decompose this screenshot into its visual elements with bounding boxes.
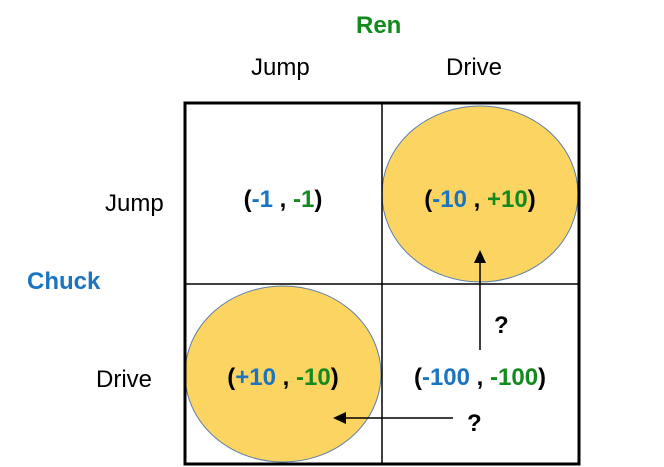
column-strategy-jump: Jump: [251, 54, 310, 81]
separator: ,: [276, 364, 297, 391]
paren-close: ): [314, 186, 323, 213]
row-payoff: +10: [235, 364, 277, 391]
separator: ,: [469, 364, 491, 391]
column-payoff: -1: [293, 186, 315, 213]
row-payoff: -10: [432, 186, 467, 213]
arrow-left-head: [333, 412, 346, 424]
column-player-name: Ren: [356, 12, 402, 39]
row-strategy-drive: Drive: [96, 366, 153, 393]
row-payoff: -1: [251, 186, 273, 213]
payoff-jump-jump: (-1 , -1): [244, 186, 323, 214]
payoff-drive-jump: (+10 , -10): [227, 364, 338, 392]
paren-close: ): [330, 364, 339, 391]
payoff-jump-drive: (-10 , +10): [424, 186, 535, 214]
row-strategy-jump: Jump: [105, 190, 164, 217]
payoff-drive-drive: (-100 , -100): [414, 364, 546, 392]
separator: ,: [466, 186, 487, 213]
paren-close: ): [538, 364, 547, 391]
paren-open: (: [227, 364, 236, 391]
paren-close: ): [527, 186, 536, 213]
row-player-name: Chuck: [27, 268, 101, 295]
separator: ,: [272, 186, 294, 213]
question-mark-lower: ?: [467, 410, 482, 437]
column-strategy-drive: Drive: [446, 54, 503, 81]
column-payoff: +10: [486, 186, 528, 213]
column-payoff: -10: [296, 364, 331, 391]
arrow-up-head: [474, 250, 486, 263]
question-mark-upper: ?: [494, 312, 509, 339]
paren-open: (: [424, 186, 433, 213]
column-payoff: -100: [490, 364, 539, 391]
paren-open: (: [243, 186, 252, 213]
row-payoff: -100: [421, 364, 470, 391]
paren-open: (: [413, 364, 422, 391]
